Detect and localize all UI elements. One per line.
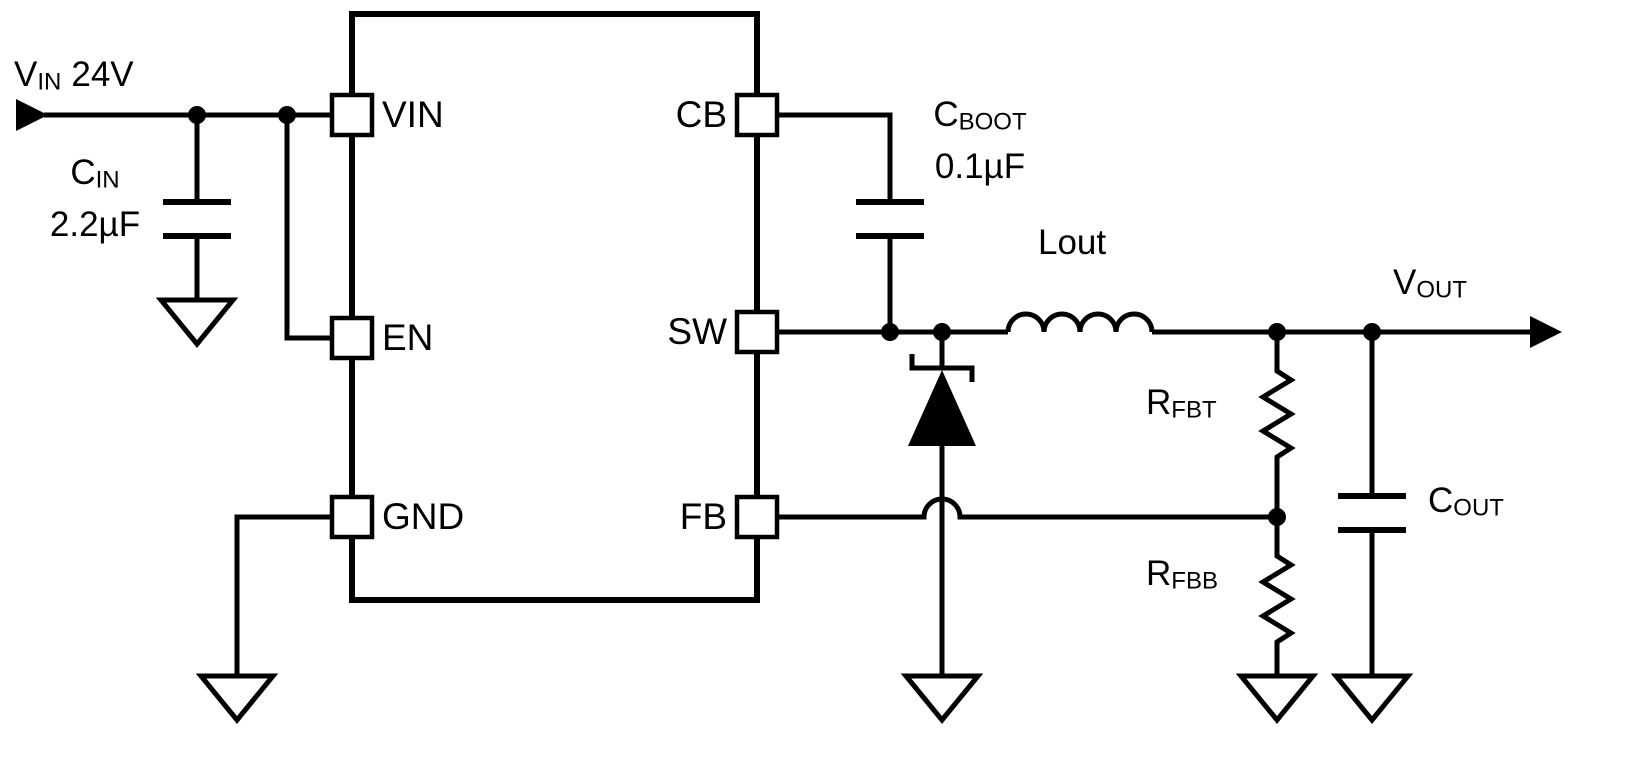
cboot-label: CBOOT 0.1µF: [912, 92, 1048, 189]
ic-pin-fb: [734, 494, 780, 540]
rfbt-sub: FBT: [1171, 396, 1217, 424]
ground-symbol-cin: [155, 297, 239, 348]
lout-label: Lout: [1038, 223, 1107, 262]
cboot-sub: BOOT: [958, 108, 1027, 136]
ground-symbol-cout: [1330, 673, 1414, 724]
rfbb-sub: FBB: [1171, 567, 1218, 595]
ic-pin-en: [329, 315, 375, 361]
ic-pin-sw: [734, 309, 780, 355]
rfbt-label: RFBT: [1146, 384, 1217, 429]
vout-symbol: V: [1393, 263, 1417, 302]
resistor-rfbb: [1258, 517, 1296, 676]
cboot-name: CBOOT: [912, 92, 1048, 144]
rfbb-symbol: R: [1146, 554, 1172, 593]
cout-sub: OUT: [1453, 494, 1504, 522]
cin-symbol: C: [70, 153, 96, 192]
rfbt-symbol: R: [1146, 383, 1172, 422]
wire-gnd: [234, 514, 332, 676]
cout-symbol: C: [1428, 481, 1454, 520]
cboot-symbol: C: [933, 95, 959, 134]
vin-terminal-arrow-icon: [16, 99, 48, 131]
vin-source-label: VIN 24V: [14, 56, 134, 101]
wire-en: [284, 115, 332, 341]
diode-triangle: [908, 370, 976, 446]
pin-label-sw: SW: [667, 311, 727, 352]
cin-value: 2.2µF: [49, 205, 141, 245]
pin-label-gnd: GND: [382, 496, 465, 537]
resistor-rfbt: [1258, 332, 1296, 517]
vout-label: VOUT: [1393, 264, 1467, 309]
vin-source-value: 24V: [71, 55, 134, 94]
ground-symbol-diode: [900, 673, 984, 724]
ic-pin-gnd: [329, 494, 375, 540]
pin-label-vin: VIN: [382, 94, 444, 135]
pin-label-fb: FB: [679, 496, 727, 537]
wire-fb: [777, 496, 1277, 520]
cout-label: COUT: [1428, 482, 1504, 527]
wire-cb: [777, 112, 893, 202]
inductor-lout: [1005, 311, 1155, 333]
cin-name: CIN: [28, 150, 162, 202]
ic-body: [349, 11, 760, 603]
cboot-value: 0.1µF: [934, 147, 1026, 187]
ground-symbol-rfbb: [1235, 673, 1319, 724]
junction-dot-cboot: [881, 323, 899, 341]
vin-source-sub: IN: [37, 68, 62, 96]
diode-cathode-bar: [909, 354, 975, 382]
ic-pin-cb: [734, 92, 780, 138]
pin-label-en: EN: [382, 317, 434, 358]
ic-pin-vin: [329, 92, 375, 138]
rfbb-label: RFBB: [1146, 555, 1218, 600]
cin-label: CIN 2.2µF: [28, 150, 162, 247]
vout-sub: OUT: [1416, 276, 1468, 304]
ground-symbol-gnd: [195, 673, 279, 724]
cin-sub: IN: [95, 166, 120, 194]
vin-source-symbol: V: [14, 55, 38, 94]
vout-terminal-arrow-icon: [1530, 316, 1562, 348]
pin-label-cb: CB: [675, 94, 727, 135]
